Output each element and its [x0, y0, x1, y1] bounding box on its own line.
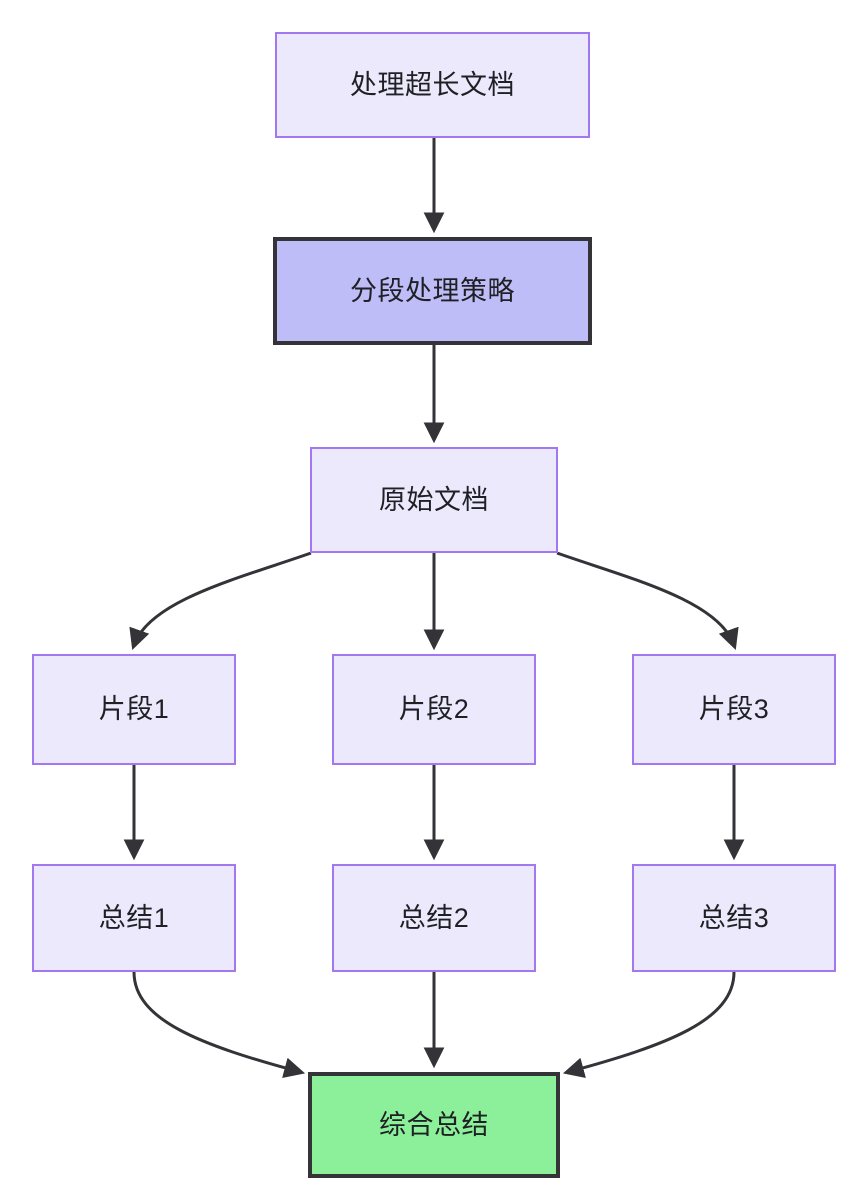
node-label: 总结1 — [98, 902, 170, 933]
node-label: 片段1 — [98, 694, 170, 725]
node-summary-2[interactable]: 总结2 — [332, 864, 536, 972]
node-label: 原始文档 — [379, 484, 489, 515]
node-chunk-3[interactable]: 片段3 — [632, 654, 836, 765]
node-chunk-2[interactable]: 片段2 — [332, 654, 536, 765]
node-label: 片段2 — [398, 694, 470, 725]
node-label: 片段3 — [698, 694, 770, 725]
node-process-long-document[interactable]: 处理超长文档 — [275, 32, 590, 138]
edge-summary1-to-final — [132, 971, 306, 1079]
node-summary-1[interactable]: 总结1 — [32, 864, 236, 972]
node-chunk-1[interactable]: 片段1 — [32, 654, 236, 765]
node-source-document[interactable]: 原始文档 — [310, 447, 558, 553]
edge-source-to-chunk1 — [129, 551, 312, 650]
node-label: 处理超长文档 — [350, 69, 515, 100]
node-label: 总结2 — [398, 902, 470, 933]
node-chunked-processing-strategy[interactable]: 分段处理策略 — [273, 237, 592, 345]
edge-source-to-chunk3 — [556, 551, 739, 650]
node-label: 总结3 — [698, 902, 770, 933]
node-label: 分段处理策略 — [350, 275, 515, 306]
node-label: 综合总结 — [379, 1109, 489, 1140]
node-comprehensive-summary[interactable]: 综合总结 — [308, 1072, 560, 1178]
node-summary-3[interactable]: 总结3 — [632, 864, 836, 972]
edge-summary3-to-final — [562, 971, 736, 1079]
